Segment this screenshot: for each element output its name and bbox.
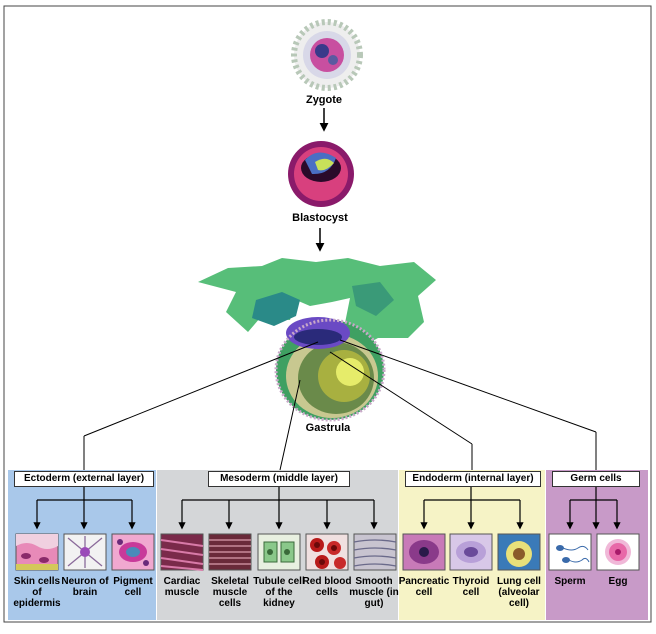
endoderm-header: Endoderm (internal layer) — [405, 471, 541, 487]
gastrula-label: Gastrula — [305, 422, 351, 434]
cardiac-muscle-image — [160, 533, 204, 571]
skeletal-muscle-label: Skeletal muscle cells — [211, 576, 249, 609]
endoderm-branch-arrows — [420, 485, 524, 530]
kidney-tubule-label: Tubule cell of the kidney — [253, 576, 305, 609]
red-blood-cells-image — [305, 533, 349, 571]
pancreatic-cell-image — [402, 533, 446, 571]
gastrula-connector-lines — [83, 339, 597, 471]
pigment-cell-image — [111, 533, 155, 571]
germ-branch-arrows — [566, 485, 621, 530]
mesoderm-header: Mesoderm (middle layer) — [208, 471, 350, 487]
sperm-image — [548, 533, 592, 571]
mesoderm-branch-arrows — [178, 485, 378, 530]
pigment-cell-label: Pigment cell — [113, 576, 153, 598]
lung-cell-label: Lung cell (alveolar cell) — [497, 576, 541, 609]
egg-image — [596, 533, 640, 571]
skin-cells-image — [15, 533, 59, 571]
neuron-label: Neuron of brain — [61, 576, 109, 598]
blastocyst-label: Blastocyst — [292, 212, 348, 224]
cardiac-muscle-label: Cardiac muscle — [163, 576, 201, 598]
lung-cell-image — [497, 533, 541, 571]
thyroid-cell-label: Thyroid cell — [452, 576, 490, 598]
egg-label: Egg — [608, 576, 628, 587]
pancreatic-cell-label: Pancreatic cell — [398, 576, 450, 598]
ectoderm-branch-arrows — [33, 485, 136, 530]
skin-cells-label: Skin cells of epidermis — [13, 576, 61, 609]
zygote-label: Zygote — [305, 94, 343, 106]
zygote-image — [291, 19, 363, 91]
ectoderm-header: Ectoderm (external layer) — [14, 471, 154, 487]
germ-header: Germ cells — [552, 471, 640, 487]
thyroid-cell-image — [449, 533, 493, 571]
red-blood-cells-label: Red blood cells — [302, 576, 352, 598]
skeletal-muscle-image — [208, 533, 252, 571]
smooth-muscle-label: Smooth muscle (in gut) — [349, 576, 399, 609]
neuron-image — [63, 533, 107, 571]
smooth-muscle-image — [353, 533, 397, 571]
blastocyst-image — [288, 141, 354, 207]
sperm-label: Sperm — [554, 576, 586, 587]
gastrula-image — [198, 258, 436, 422]
kidney-tubule-image — [257, 533, 301, 571]
